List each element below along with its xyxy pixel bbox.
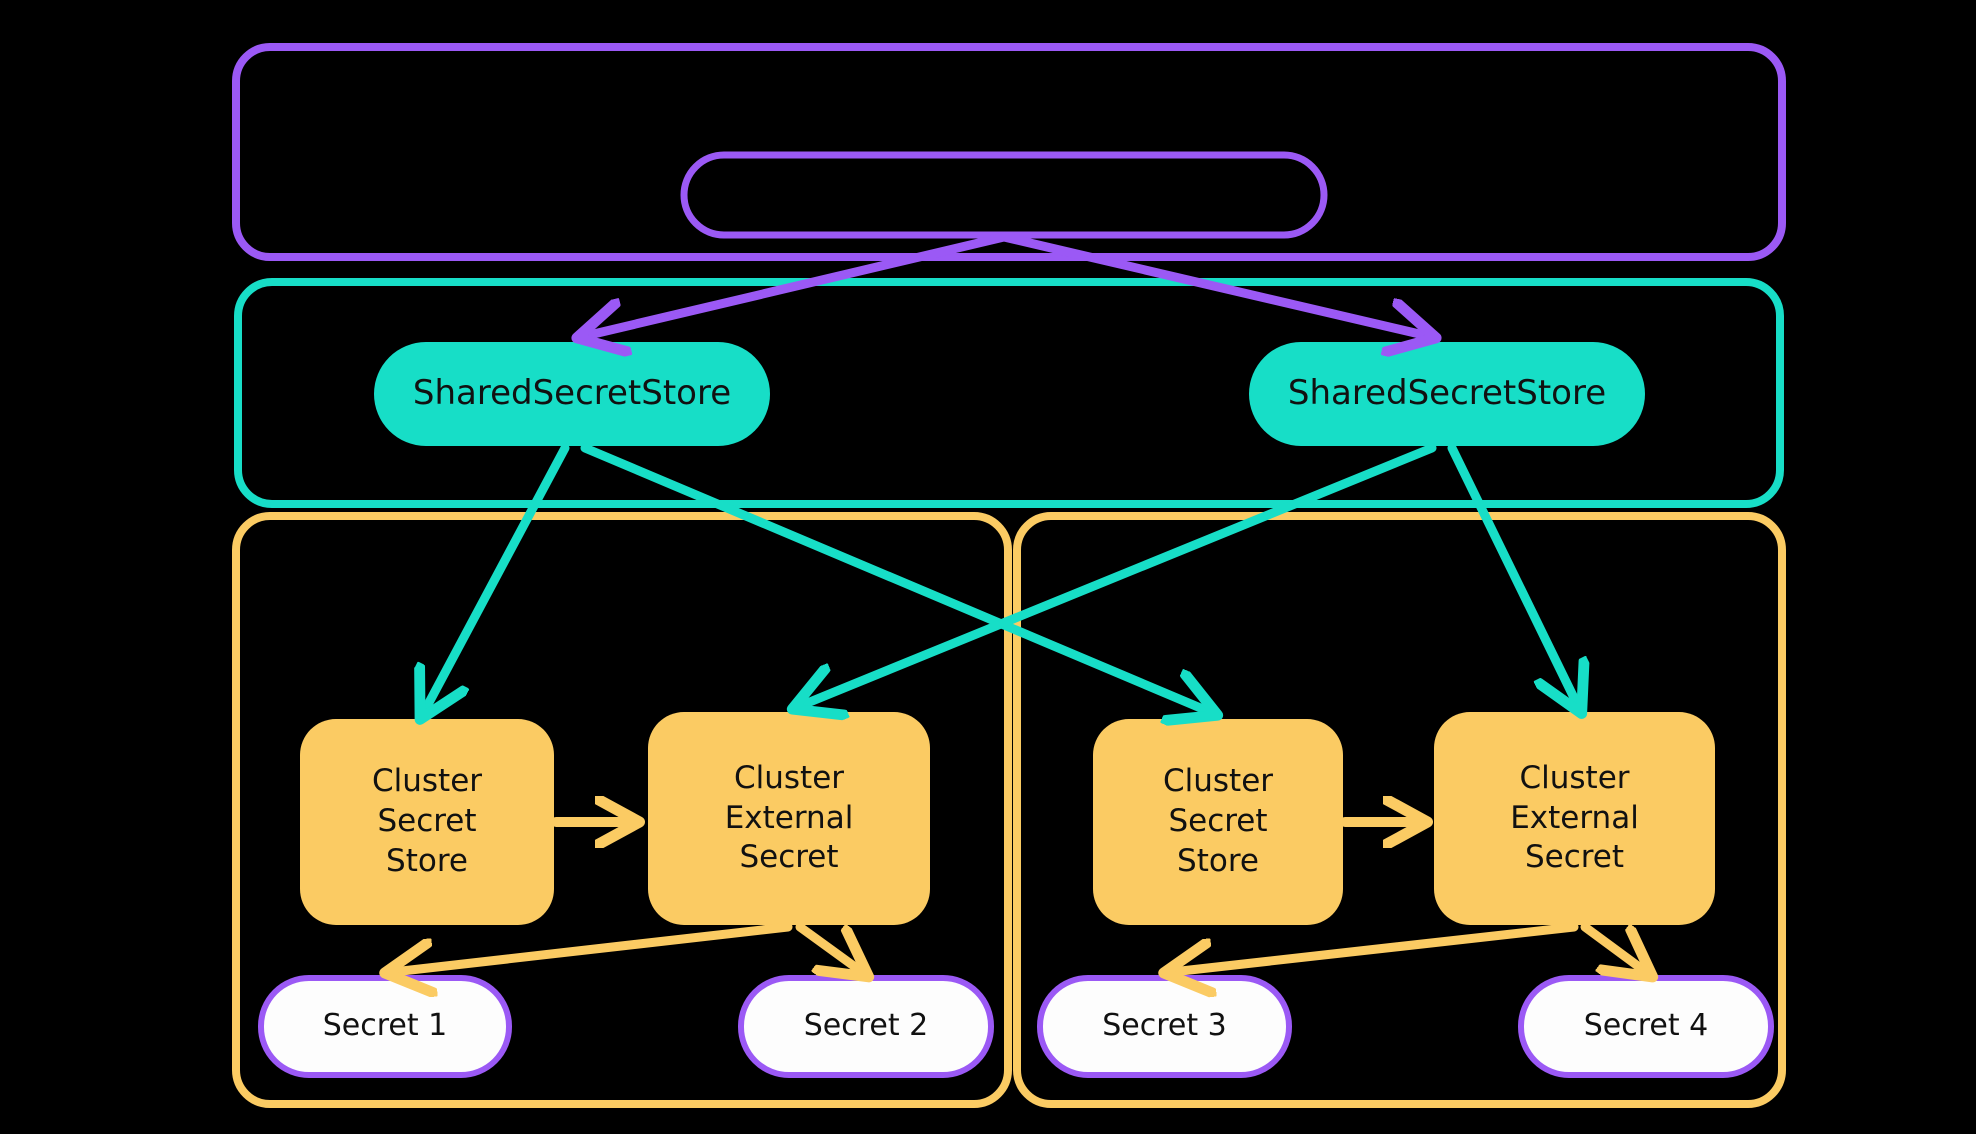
shared-secret-store-right-shape[interactable] [1249, 342, 1645, 446]
edge-shared-left-to-cluster-secret-store-right [580, 443, 1210, 712]
edge-cluster-external-secret-right-to-secret-3 [1172, 922, 1579, 972]
edge-cluster-external-secret-right-to-secret-4 [1580, 922, 1646, 972]
yellow-right-container [1013, 512, 1786, 1108]
purple-outer-container [232, 43, 1786, 261]
cluster-secret-store-left-shape[interactable] [300, 719, 554, 925]
teal-container [234, 278, 1784, 508]
edge-shared-right-to-cluster-external-secret-left [800, 443, 1437, 706]
secret-2-shape[interactable] [738, 975, 994, 1078]
cluster-secret-store-right-shape[interactable] [1093, 719, 1343, 925]
cluster-external-secret-left-shape[interactable] [648, 712, 930, 925]
edge-purple-pill-to-shared-left [585, 232, 1009, 336]
yellow-left-container [232, 512, 1012, 1108]
secret-1-shape[interactable] [258, 975, 512, 1078]
edge-shared-left-to-cluster-secret-store-left [424, 443, 570, 712]
edge-cluster-external-secret-left-to-secret-2 [795, 922, 862, 972]
edge-shared-right-to-cluster-external-secret-right [1447, 443, 1578, 706]
edge-purple-pill-to-shared-right [999, 232, 1428, 336]
edge-cluster-external-secret-left-to-secret-1 [393, 922, 793, 972]
purple-inner-pill [680, 151, 1328, 239]
shared-secret-store-left-shape[interactable] [374, 342, 770, 446]
secret-4-shape[interactable] [1518, 975, 1774, 1078]
secret-3-shape[interactable] [1037, 975, 1292, 1078]
cluster-external-secret-right-shape[interactable] [1434, 712, 1715, 925]
